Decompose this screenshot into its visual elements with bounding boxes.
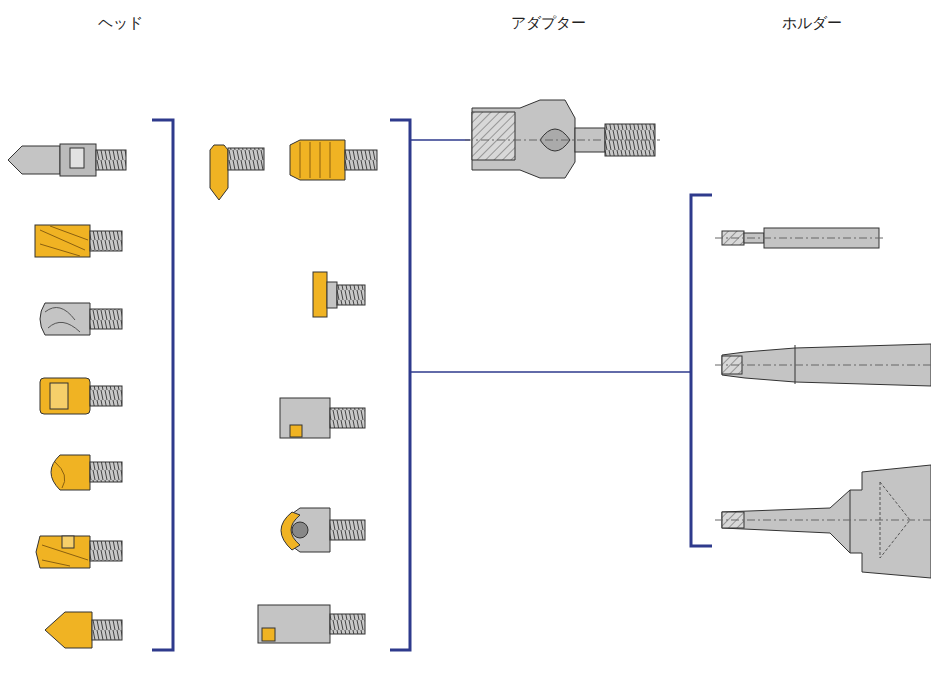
- column-heading: ホルダー: [782, 14, 842, 33]
- head-tools: [8, 140, 377, 648]
- column-heading: アダプター: [511, 14, 586, 33]
- column-heading: ヘッド: [98, 14, 143, 33]
- adapter: [465, 100, 660, 178]
- bracket: [152, 120, 712, 650]
- holders: [715, 228, 931, 578]
